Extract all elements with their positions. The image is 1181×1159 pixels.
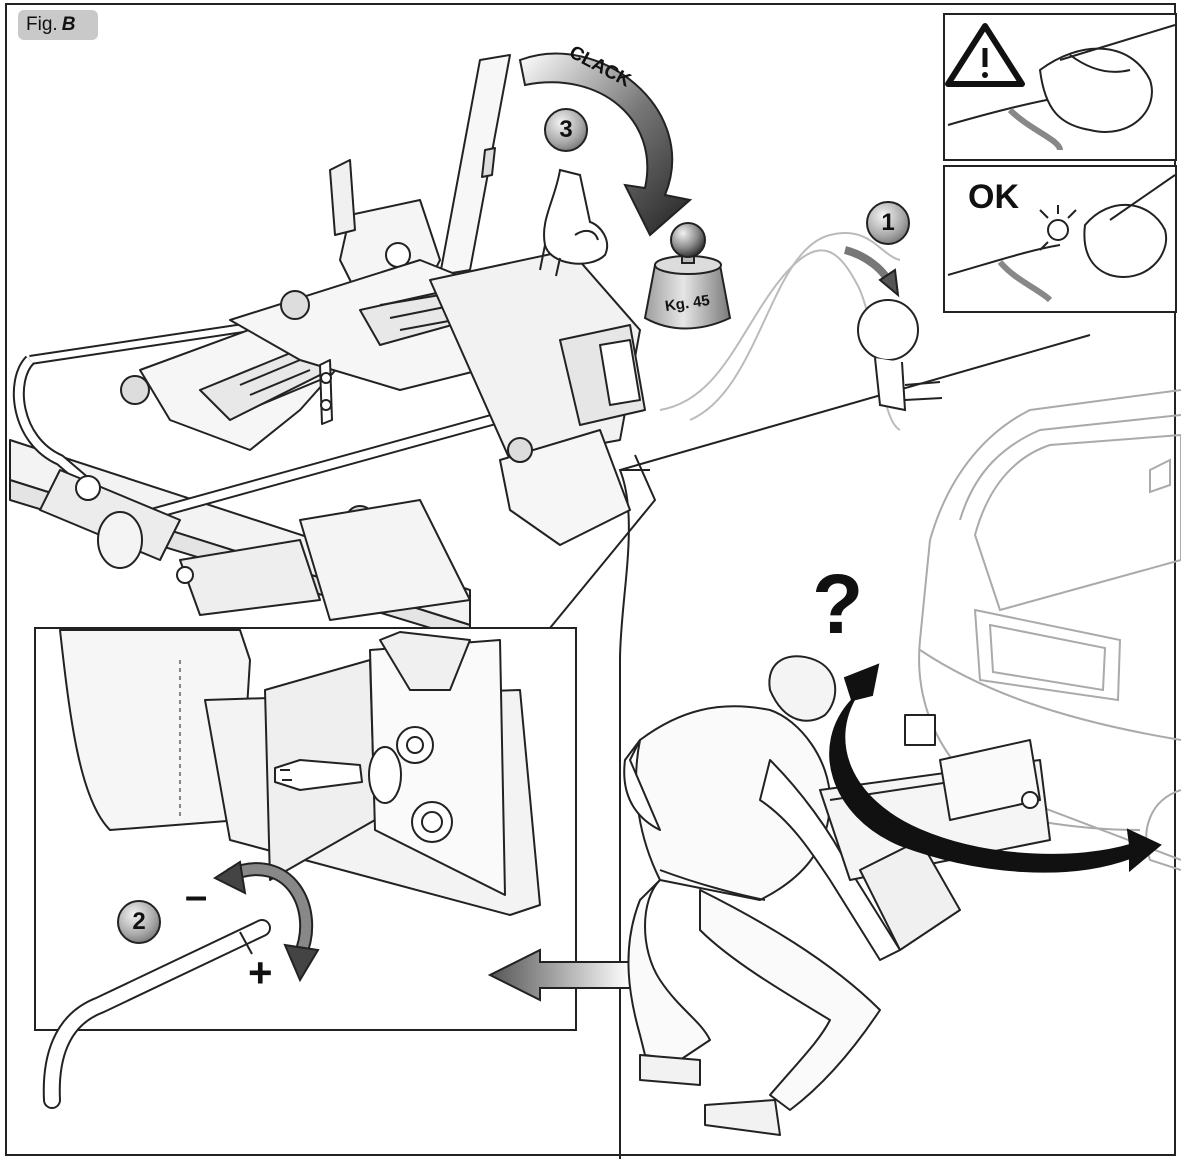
clack-arrow (518, 52, 693, 237)
panel-divider (618, 334, 1091, 1159)
step-2-badge: 2 (117, 900, 161, 944)
figure-label-letter: B (61, 14, 76, 35)
figure-label-prefix: Fig. (26, 14, 58, 35)
ok-box (943, 165, 1177, 313)
bike-carrier-illustration (9, 54, 646, 641)
man-illustration (623, 655, 1051, 1136)
weight-illustration (643, 222, 732, 330)
question-mark: ? (812, 557, 864, 651)
minus-sign: – (185, 874, 208, 918)
hand-illustration (539, 168, 609, 277)
step-1-badge: 1 (866, 201, 910, 245)
figure-label: Fig.B (18, 10, 98, 40)
plus-sign: + (248, 949, 273, 996)
pointer-arrow (487, 948, 631, 1002)
ok-label: OK (968, 178, 1019, 216)
weight-label: Kg. 45 (664, 292, 711, 315)
towball-illustration (659, 232, 943, 431)
outer-frame (5, 3, 1176, 1156)
lock-inset-panel (34, 627, 577, 1109)
warning-box (943, 13, 1177, 161)
step-3-badge: 3 (544, 108, 588, 152)
rotation-arrow (829, 663, 1162, 873)
